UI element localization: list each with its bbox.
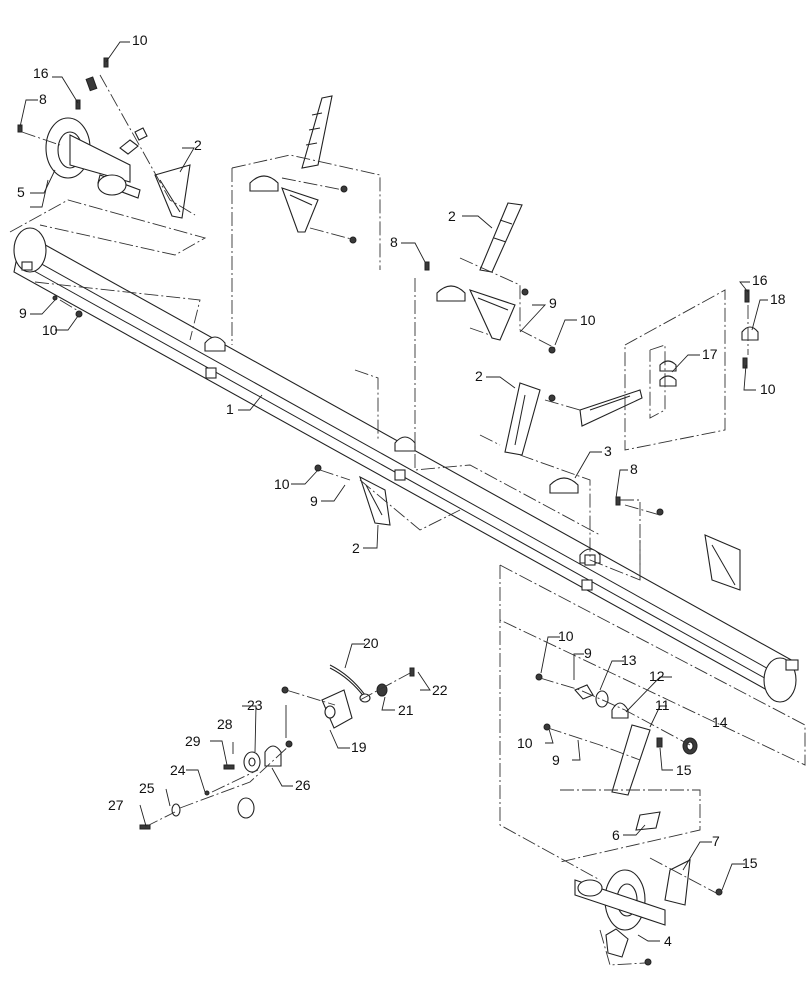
right-arm-17 — [579, 360, 677, 427]
callout-10: 10 — [42, 322, 58, 338]
callout-1: 1 — [226, 401, 234, 417]
callout-16: 16 — [33, 65, 49, 81]
callout-9: 9 — [19, 305, 27, 321]
callout-6: 6 — [612, 827, 620, 843]
callout-7: 7 — [712, 833, 720, 849]
callout-8: 8 — [39, 91, 47, 107]
callout-9: 9 — [310, 493, 318, 509]
callout-9: 9 — [552, 752, 560, 768]
callout-18: 18 — [770, 291, 786, 307]
callout-10: 10 — [517, 735, 533, 751]
hardware-bolts — [17, 57, 723, 966]
callout-29: 29 — [185, 733, 201, 749]
callout-2: 2 — [448, 208, 456, 224]
callout-10: 10 — [558, 628, 574, 644]
callout-17: 17 — [702, 346, 718, 362]
callout-10: 10 — [580, 312, 596, 328]
callout-3: 3 — [604, 443, 612, 459]
callout-14: 14 — [712, 714, 728, 730]
right-clip-18 — [741, 289, 759, 369]
bracket-left-lower — [359, 475, 391, 526]
idler-assembly — [139, 664, 388, 830]
bracket-center — [504, 382, 541, 456]
callout-15: 15 — [676, 762, 692, 778]
callout-19: 19 — [351, 739, 367, 755]
leader-lines — [19, 41, 768, 942]
upper-support-arm-1 — [249, 95, 333, 233]
callout-2: 2 — [352, 540, 360, 556]
tube-clamp-brackets — [204, 336, 601, 591]
bracket-6 — [635, 811, 661, 831]
callout-13: 13 — [621, 652, 637, 668]
callout-2: 2 — [194, 137, 202, 153]
bracket-left-end — [154, 164, 191, 219]
callout-4: 4 — [664, 933, 672, 949]
callout-23: 23 — [247, 697, 263, 713]
callout-28: 28 — [217, 716, 233, 732]
callout-27: 27 — [108, 797, 124, 813]
callout-8: 8 — [630, 461, 638, 477]
assembly-phantom-lines — [9, 74, 806, 966]
callout-8: 8 — [390, 234, 398, 250]
callout-9: 9 — [584, 645, 592, 661]
callout-11: 11 — [655, 697, 670, 713]
right-lower-plate — [704, 534, 741, 591]
callout-20: 20 — [363, 635, 379, 651]
callout-5: 5 — [17, 184, 25, 200]
callout-22: 22 — [432, 682, 448, 698]
callout-10: 10 — [274, 476, 290, 492]
callout-10: 10 — [760, 381, 776, 397]
callout-26: 26 — [295, 777, 311, 793]
callout-10: 10 — [132, 32, 148, 48]
upper-support-arm-2 — [436, 202, 523, 341]
drive-arm-assembly — [574, 684, 698, 796]
bracket-7 — [664, 859, 691, 906]
callout-9: 9 — [549, 295, 557, 311]
callout-labels: 10 16 8 2 5 9 10 1 2 8 9 10 2 16 18 17 1… — [17, 32, 786, 949]
left-end-bearing-assembly — [45, 76, 148, 199]
callout-25: 25 — [139, 780, 155, 796]
right-end-bearing-assembly — [574, 869, 666, 958]
callout-2: 2 — [475, 368, 483, 384]
callout-12: 12 — [649, 668, 665, 684]
main-tube — [13, 227, 799, 703]
callout-16: 16 — [752, 272, 768, 288]
callout-24: 24 — [170, 762, 186, 778]
callout-15: 15 — [742, 855, 758, 871]
callout-21: 21 — [398, 702, 414, 718]
